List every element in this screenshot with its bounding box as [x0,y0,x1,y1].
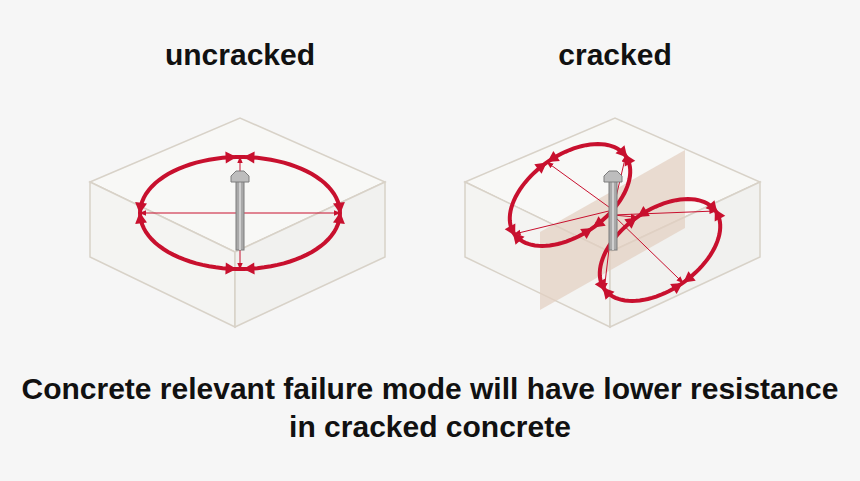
panel-label: uncracked [165,36,315,74]
anchor-bolt [604,171,622,250]
failure-cone [134,151,346,275]
panel-label: cracked [558,36,671,74]
cracked-block [465,118,760,327]
crack-plane [540,150,685,310]
caption: Concrete relevant failure mode will have… [20,370,840,445]
block-left [90,182,235,327]
anchor-bolt [231,171,249,250]
uncracked-block [90,118,385,327]
